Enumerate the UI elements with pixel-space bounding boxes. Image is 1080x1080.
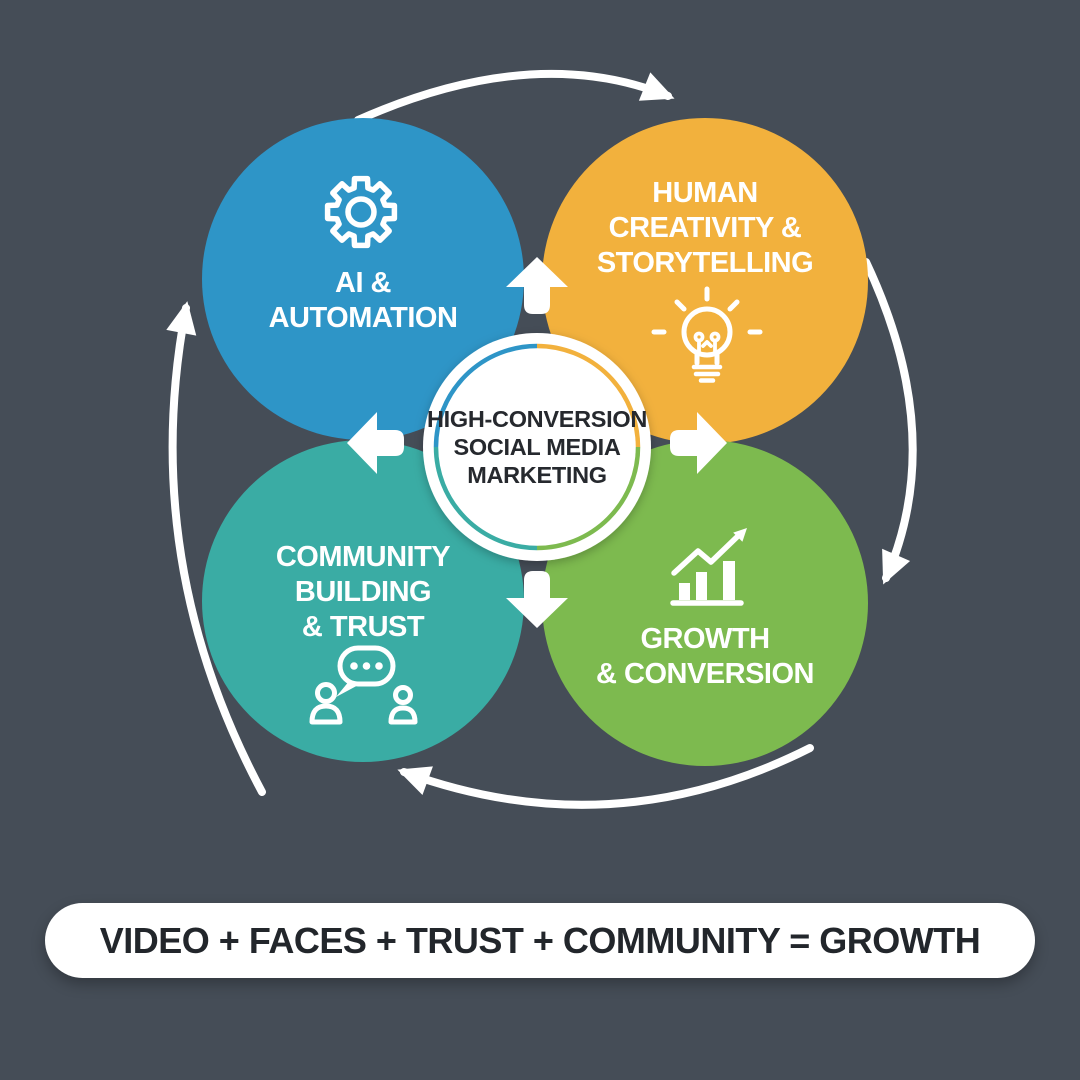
ai-label-line-2: AUTOMATION bbox=[269, 302, 458, 334]
center-ring bbox=[433, 343, 641, 551]
cycle-arc-top bbox=[354, 69, 675, 124]
circle-human bbox=[542, 118, 868, 444]
human-label-line-3: STORYTELLING bbox=[597, 247, 813, 279]
cycle-arc-right bbox=[862, 258, 917, 585]
growth-label-line-2: & CONVERSION bbox=[596, 658, 814, 690]
community-label-line-3: & TRUST bbox=[302, 611, 425, 643]
growth-label-line-1: GROWTH bbox=[640, 623, 769, 655]
center-title-line-3: MARKETING bbox=[467, 462, 607, 488]
footer-formula-pill: VIDEO + FACES + TRUST + COMMUNITY = GROW… bbox=[45, 903, 1035, 978]
people-chat-icon bbox=[309, 645, 418, 725]
community-label-line-1: COMMUNITY bbox=[276, 541, 450, 573]
circle-ai bbox=[202, 118, 524, 440]
gear-icon bbox=[324, 175, 398, 249]
human-label-line-2: CREATIVITY & bbox=[609, 212, 802, 244]
center-title-line-2: SOCIAL MEDIA bbox=[453, 434, 620, 460]
cycle-arc-bottom bbox=[397, 744, 814, 809]
center-circle bbox=[423, 333, 651, 561]
circle-community bbox=[202, 440, 524, 762]
community-label-line-2: BUILDING bbox=[295, 576, 431, 608]
footer-formula-text: VIDEO + FACES + TRUST + COMMUNITY = GROW… bbox=[99, 919, 981, 961]
cycle-arc-left bbox=[166, 301, 266, 796]
human-label-line-1: HUMAN bbox=[652, 177, 757, 209]
lightbulb-icon bbox=[651, 286, 763, 383]
ai-label-line-1: AI & bbox=[335, 267, 392, 299]
growth-chart-icon bbox=[670, 528, 747, 606]
center-title-line-1: HIGH-CONVERSION bbox=[427, 406, 647, 432]
center-hub: HIGH-CONVERSION SOCIAL MEDIA MARKETING bbox=[423, 333, 651, 561]
